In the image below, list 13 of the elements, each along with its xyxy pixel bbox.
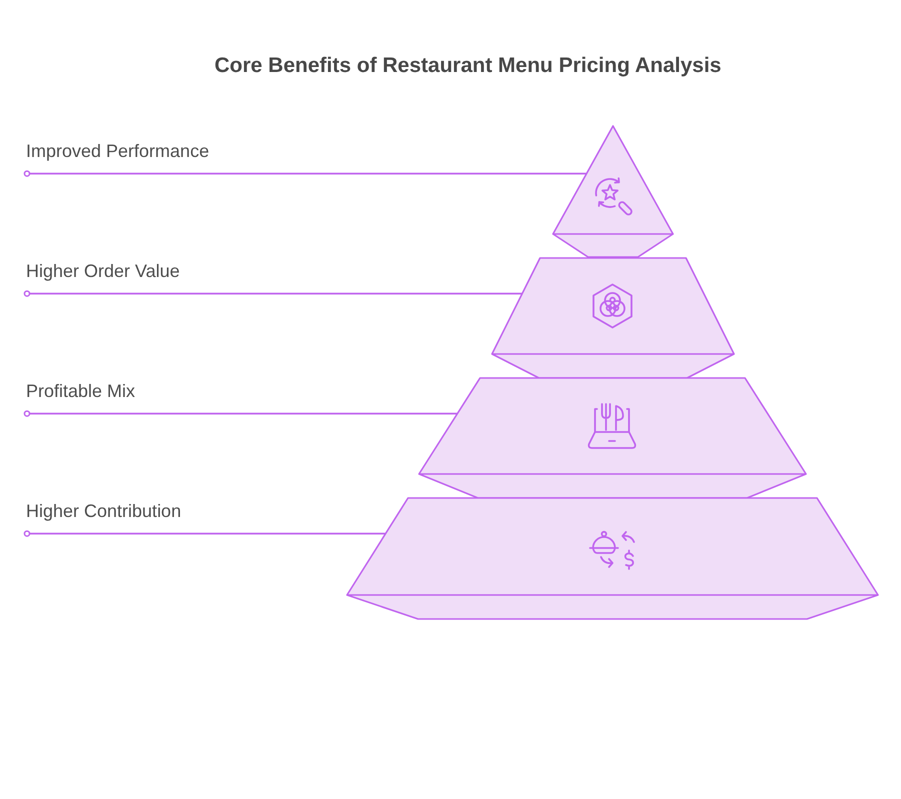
diagram-title: Core Benefits of Restaurant Menu Pricing Analysis [214, 53, 722, 78]
benefit-label: Higher Contribution [26, 501, 182, 523]
pyramid-tier [418, 377, 807, 499]
benefit-label: Profitable Mix [26, 381, 136, 403]
leader-line [24, 530, 386, 537]
leader-line [24, 170, 587, 177]
pyramid-tier [491, 257, 735, 379]
benefit-label: Higher Order Value [26, 261, 180, 283]
pyramid-tier [346, 497, 879, 620]
leader-line [24, 410, 458, 417]
leader-line [24, 290, 522, 297]
benefit-label: Improved Performance [26, 141, 210, 163]
pyramid-apex [552, 125, 674, 258]
